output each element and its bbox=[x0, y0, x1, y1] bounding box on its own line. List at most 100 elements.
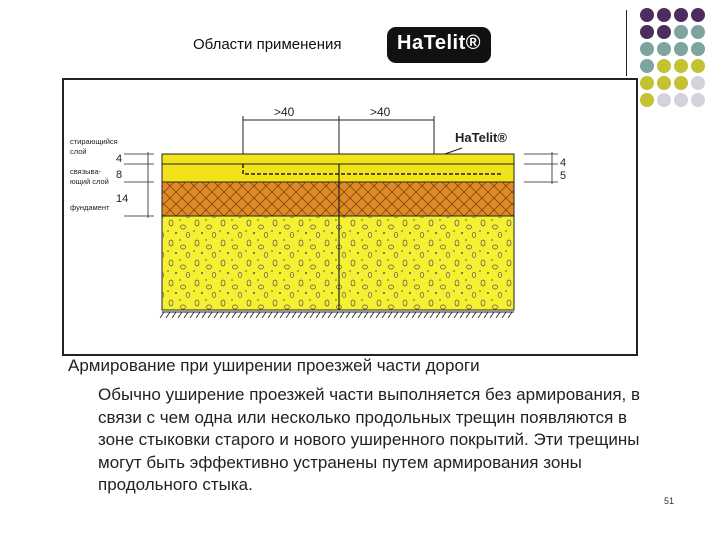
decor-dot bbox=[674, 76, 688, 90]
ground-hatch-mark bbox=[195, 311, 201, 319]
ground-hatch-mark bbox=[483, 311, 489, 319]
ground-hatch-mark bbox=[489, 311, 495, 319]
decor-dot bbox=[657, 42, 671, 56]
ground-hatch-mark bbox=[231, 311, 237, 319]
ground-hatch-mark bbox=[495, 311, 501, 319]
figure-caption: Армирование при уширении проезжей части … bbox=[68, 356, 480, 375]
decor-dot bbox=[640, 59, 654, 73]
decor-dot bbox=[640, 25, 654, 39]
binder-layer-hatch bbox=[162, 182, 514, 216]
ground-hatch bbox=[159, 311, 513, 319]
decor-dot bbox=[657, 76, 671, 90]
ground-hatch-mark bbox=[273, 311, 279, 319]
ground-hatch-mark bbox=[501, 311, 507, 319]
ground-hatch-mark bbox=[321, 311, 327, 319]
dimension-left-label: >40 bbox=[274, 105, 295, 119]
layer-label-3: фундамент bbox=[70, 203, 110, 212]
decor-dot bbox=[657, 8, 671, 22]
hatelit-label: HaTelit® bbox=[455, 130, 507, 145]
ground-hatch-mark bbox=[363, 311, 369, 319]
hatelit-grid-line bbox=[242, 164, 502, 175]
ground-hatch-mark bbox=[345, 311, 351, 319]
decor-dot bbox=[691, 76, 705, 90]
decor-dot bbox=[691, 25, 705, 39]
logo-text: HaTelit® bbox=[397, 32, 481, 54]
right-value-2: 5 bbox=[560, 170, 566, 182]
ground-hatch-mark bbox=[171, 311, 177, 319]
header-title: Области применения bbox=[193, 36, 342, 53]
decor-dot bbox=[691, 42, 705, 56]
ground-hatch-mark bbox=[405, 311, 411, 319]
ground-hatch-mark bbox=[207, 311, 213, 319]
layer-label-2a: связыва- bbox=[70, 167, 102, 176]
ground-hatch-mark bbox=[213, 311, 219, 319]
ground-hatch-mark bbox=[399, 311, 405, 319]
ground-hatch-mark bbox=[333, 311, 339, 319]
upper-binder-layer bbox=[161, 163, 515, 183]
ground-hatch-mark bbox=[435, 311, 441, 319]
layer-value-1: 4 bbox=[116, 153, 122, 165]
ground-hatch-mark bbox=[453, 311, 459, 319]
ground-hatch-mark bbox=[477, 311, 483, 319]
ground-hatch-mark bbox=[351, 311, 357, 319]
ground-hatch-mark bbox=[189, 311, 195, 319]
decor-dot bbox=[640, 76, 654, 90]
ground-hatch-mark bbox=[159, 311, 165, 319]
ground-hatch-mark bbox=[423, 311, 429, 319]
ground-hatch-mark bbox=[291, 311, 297, 319]
ground-hatch-mark bbox=[375, 311, 381, 319]
ground-hatch-mark bbox=[285, 311, 291, 319]
ground-hatch-mark bbox=[177, 311, 183, 319]
ground-hatch-mark bbox=[369, 311, 375, 319]
ground-hatch-mark bbox=[507, 311, 513, 319]
body-paragraph: Обычно уширение проезжей части выполняет… bbox=[98, 385, 641, 494]
decor-dot bbox=[640, 8, 654, 22]
decor-dot bbox=[640, 42, 654, 56]
ground-hatch-mark bbox=[267, 311, 273, 319]
surface-layer bbox=[161, 153, 515, 165]
ground-hatch-mark bbox=[411, 311, 417, 319]
layer-value-2: 8 bbox=[116, 169, 122, 181]
hatelit-logo: HaTelit® bbox=[387, 27, 491, 63]
ground-hatch-mark bbox=[165, 311, 171, 319]
decor-dot bbox=[674, 42, 688, 56]
decor-dot bbox=[674, 93, 688, 107]
decor-dot bbox=[657, 59, 671, 73]
ground-hatch-mark bbox=[225, 311, 231, 319]
ground-hatch-mark bbox=[255, 311, 261, 319]
decor-dot bbox=[674, 8, 688, 22]
decor-dot bbox=[691, 93, 705, 107]
ground-hatch-mark bbox=[279, 311, 285, 319]
ground-hatch-mark bbox=[219, 311, 225, 319]
ground-hatch-mark bbox=[309, 311, 315, 319]
decor-dot bbox=[674, 25, 688, 39]
ground-hatch-mark bbox=[465, 311, 471, 319]
ground-hatch-mark bbox=[441, 311, 447, 319]
decor-dot bbox=[657, 93, 671, 107]
decor-dot bbox=[640, 93, 654, 107]
ground-hatch-mark bbox=[237, 311, 243, 319]
decor-dot bbox=[691, 8, 705, 22]
layer-value-3: 14 bbox=[116, 193, 128, 205]
ground-hatch-mark bbox=[183, 311, 189, 319]
dimension-right-label: >40 bbox=[370, 105, 391, 119]
ground-hatch-mark bbox=[201, 311, 207, 319]
right-value-1: 4 bbox=[560, 157, 566, 169]
ground-hatch-mark bbox=[417, 311, 423, 319]
ground-hatch-mark bbox=[315, 311, 321, 319]
divider-line bbox=[626, 10, 627, 76]
ground-hatch-mark bbox=[429, 311, 435, 319]
ground-hatch-mark bbox=[471, 311, 477, 319]
layer-label-1b: слой bbox=[70, 147, 87, 156]
base-layer-gravel bbox=[162, 216, 514, 310]
road-widening-diagram: >40 >40 HaTelit® стирающийся слой 4 связ… bbox=[62, 78, 638, 356]
layer-label-2b: ющий слой bbox=[70, 177, 109, 186]
layer-label-1a: стирающийся bbox=[70, 137, 118, 146]
ground-hatch-mark bbox=[393, 311, 399, 319]
decor-dot bbox=[674, 59, 688, 73]
ground-hatch-mark bbox=[381, 311, 387, 319]
ground-hatch-mark bbox=[297, 311, 303, 319]
decor-dot bbox=[657, 25, 671, 39]
decor-dot bbox=[691, 59, 705, 73]
ground-hatch-mark bbox=[339, 311, 345, 319]
